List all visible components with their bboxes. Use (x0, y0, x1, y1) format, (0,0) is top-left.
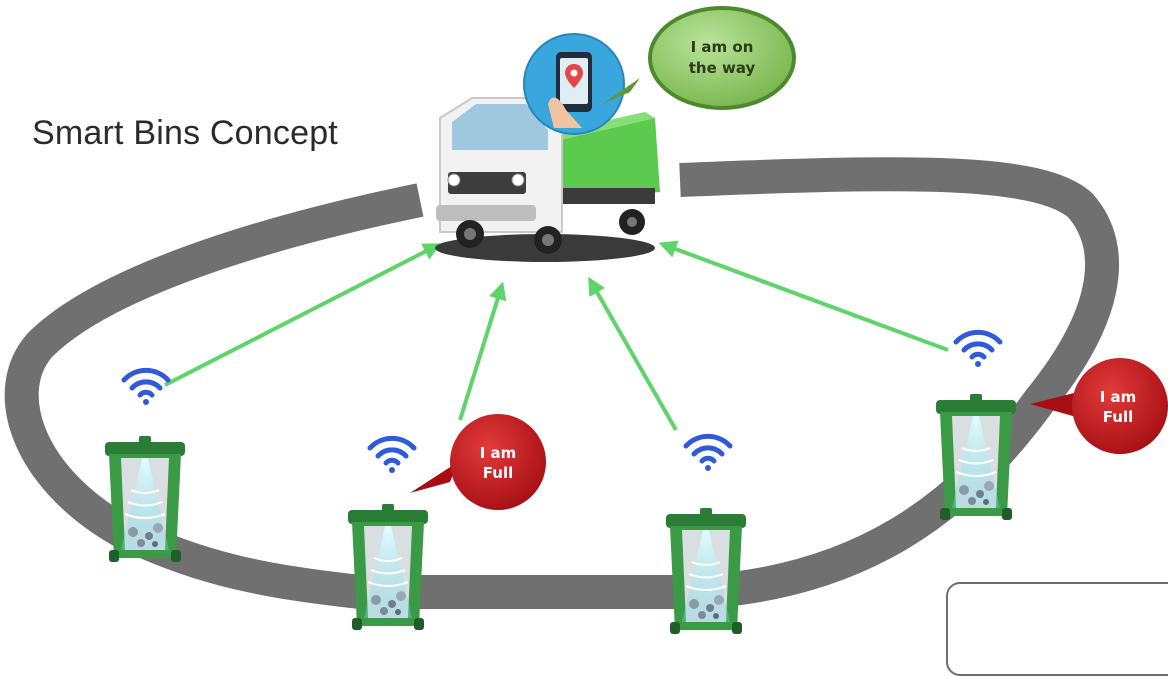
truck-bubble-line1: I am on (691, 38, 754, 56)
signal-arrow-2 (458, 281, 507, 421)
full-bubble-2-line2: Full (1103, 408, 1133, 426)
full-speech-bubble-2: I am Full (1030, 358, 1168, 454)
smartphone-map-icon (523, 33, 625, 135)
smart-bin-icon (665, 507, 747, 635)
smart-bin-icon (347, 503, 429, 631)
wifi-icon (686, 436, 730, 471)
diagram-title: Smart Bins Concept (32, 114, 338, 152)
empty-text-box (946, 582, 1168, 676)
wifi-icon (370, 438, 414, 473)
full-bubble-1-line1: I am (480, 444, 517, 462)
smart-bins-diagram: I am on the way I am Full I am Full (4, 6, 1168, 635)
full-speech-bubble-1: I am Full (410, 414, 546, 510)
truck-bubble-line2: the way (689, 59, 756, 77)
full-bubble-2-line1: I am (1100, 388, 1137, 406)
wifi-icon (124, 370, 168, 405)
smart-bin-icon (104, 435, 186, 563)
truck-icon (435, 97, 660, 262)
wifi-icon (956, 332, 1000, 367)
smart-bin-icon (935, 393, 1017, 521)
signal-arrow-4 (658, 240, 949, 352)
signal-arrow-3 (588, 276, 678, 431)
truck-speech-bubble: I am on the way (602, 6, 796, 110)
full-bubble-1-line2: Full (483, 464, 513, 482)
signal-arrow-1 (164, 243, 442, 387)
